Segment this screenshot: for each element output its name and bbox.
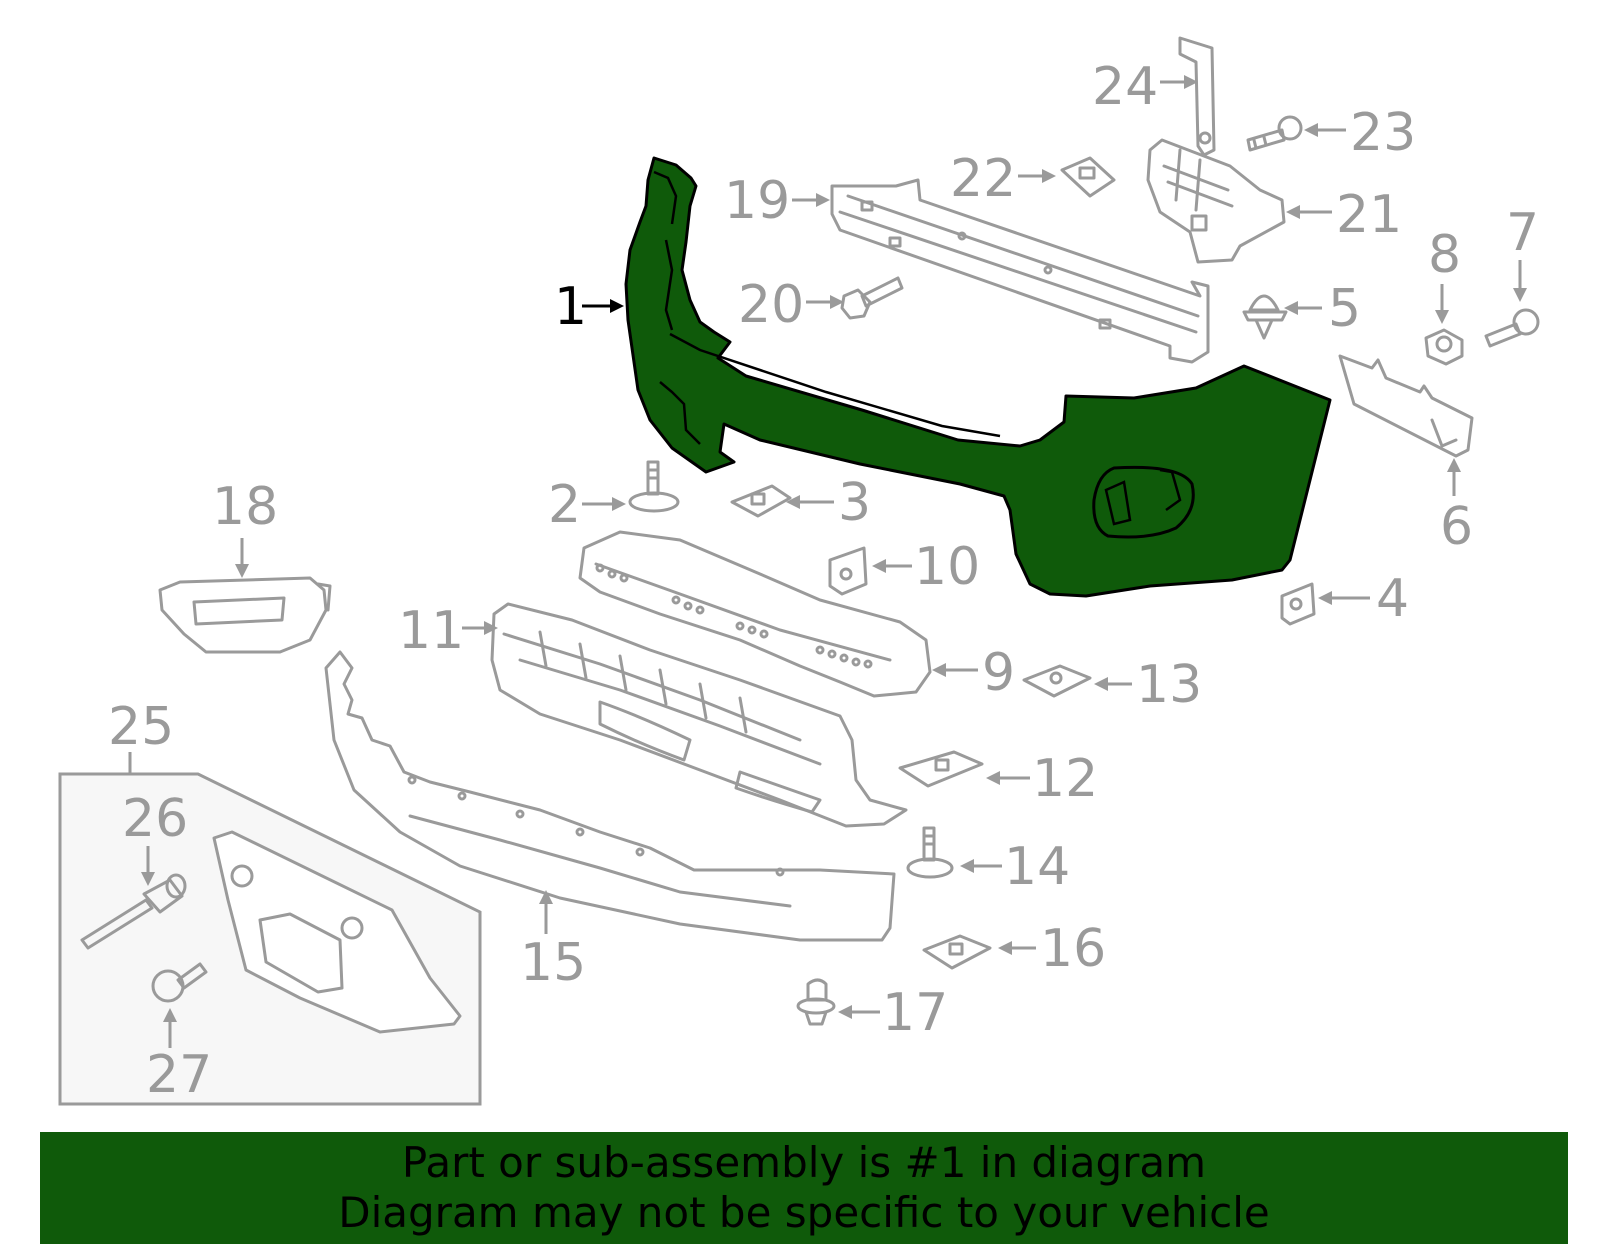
svg-text:7: 7 <box>1506 203 1539 263</box>
callout-6[interactable]: 6 <box>1440 458 1473 557</box>
callout-3[interactable]: 3 <box>786 473 871 533</box>
callout-18[interactable]: 18 <box>212 477 278 578</box>
part-25-license-bracket[interactable] <box>212 830 462 1034</box>
callout-1[interactable]: 1 <box>554 277 624 337</box>
callout-11[interactable]: 11 <box>398 601 498 661</box>
part-13-clip[interactable] <box>1022 664 1092 698</box>
svg-text:9: 9 <box>982 643 1015 703</box>
svg-text:23: 23 <box>1350 103 1416 163</box>
svg-text:15: 15 <box>520 933 586 993</box>
svg-text:25: 25 <box>108 697 174 757</box>
svg-text:18: 18 <box>212 477 278 537</box>
part-12-clip[interactable] <box>898 750 984 788</box>
svg-text:22: 22 <box>950 149 1016 209</box>
svg-text:14: 14 <box>1004 837 1070 897</box>
banner-line-1: Part or sub-assembly is #1 in diagram <box>401 1138 1207 1187</box>
svg-text:19: 19 <box>724 171 790 231</box>
part-3-clip[interactable] <box>730 484 792 518</box>
svg-text:8: 8 <box>1428 225 1461 285</box>
svg-text:16: 16 <box>1040 919 1106 979</box>
svg-text:26: 26 <box>122 789 188 849</box>
part-1-bumper-cover[interactable] <box>624 156 1332 598</box>
svg-text:10: 10 <box>914 537 980 597</box>
svg-text:12: 12 <box>1032 749 1098 809</box>
callout-5[interactable]: 5 <box>1284 279 1361 339</box>
callout-2[interactable]: 2 <box>548 475 626 535</box>
svg-text:4: 4 <box>1376 569 1409 629</box>
part-14-push-pin[interactable] <box>906 826 954 879</box>
part-6-side-bracket[interactable] <box>1338 354 1474 458</box>
part-20-bolt[interactable] <box>840 276 904 320</box>
callout-4[interactable]: 4 <box>1318 569 1409 629</box>
callout-20[interactable]: 20 <box>738 275 844 335</box>
svg-text:5: 5 <box>1328 279 1361 339</box>
part-21-bracket[interactable] <box>1146 138 1286 264</box>
svg-text:13: 13 <box>1136 655 1202 715</box>
part-8-nut[interactable] <box>1424 328 1464 366</box>
part-5-push-clip[interactable] <box>1242 294 1288 340</box>
svg-text:11: 11 <box>398 601 464 661</box>
callout-15[interactable]: 15 <box>520 890 586 993</box>
part-15-lower-valance[interactable] <box>324 650 896 942</box>
svg-text:6: 6 <box>1440 497 1473 557</box>
part-2-push-pin[interactable] <box>628 460 680 513</box>
info-banner: Part or sub-assembly is #1 in diagram Di… <box>40 1132 1568 1244</box>
callout-22[interactable]: 22 <box>950 149 1056 209</box>
part-18-fog-bezel[interactable] <box>158 576 332 654</box>
svg-text:1: 1 <box>554 277 587 337</box>
part-24-bracket[interactable] <box>1178 36 1216 157</box>
svg-text:27: 27 <box>146 1045 212 1105</box>
callout-7[interactable]: 7 <box>1506 203 1539 302</box>
part-22-clip[interactable] <box>1060 156 1116 198</box>
callout-13[interactable]: 13 <box>1094 655 1202 715</box>
part-16-clip[interactable] <box>922 934 992 970</box>
callout-16[interactable]: 16 <box>998 919 1106 979</box>
part-26-rivet[interactable] <box>80 873 187 950</box>
part-7-screw[interactable] <box>1484 308 1540 348</box>
banner-line-2: Diagram may not be specific to your vehi… <box>338 1188 1270 1237</box>
callout-24[interactable]: 24 <box>1092 57 1198 117</box>
callout-27[interactable]: 27 <box>146 1008 212 1105</box>
part-11-lower-grille[interactable] <box>490 602 908 828</box>
part-19-upper-support[interactable] <box>830 178 1210 364</box>
part-27-screw[interactable] <box>151 962 208 1003</box>
part-9-absorber[interactable] <box>578 530 932 698</box>
callout-9[interactable]: 9 <box>932 643 1015 703</box>
svg-text:2: 2 <box>548 475 581 535</box>
absorber-holes <box>595 563 873 669</box>
svg-text:24: 24 <box>1092 57 1158 117</box>
callout-21[interactable]: 21 <box>1286 185 1402 245</box>
callout-8[interactable]: 8 <box>1428 225 1461 324</box>
svg-text:20: 20 <box>738 275 804 335</box>
callout-12[interactable]: 12 <box>986 749 1098 809</box>
callout-14[interactable]: 14 <box>960 837 1070 897</box>
part-10-clip[interactable] <box>828 546 868 596</box>
callout-17[interactable]: 17 <box>838 983 948 1043</box>
callout-26[interactable]: 26 <box>122 789 188 886</box>
svg-text:21: 21 <box>1336 185 1402 245</box>
part-4-clip[interactable] <box>1280 582 1316 626</box>
callout-23[interactable]: 23 <box>1304 103 1416 163</box>
svg-text:17: 17 <box>882 983 948 1043</box>
svg-text:3: 3 <box>838 473 871 533</box>
part-23-bolt[interactable] <box>1246 115 1303 152</box>
callout-10[interactable]: 10 <box>872 537 980 597</box>
callout-25[interactable]: 25 <box>108 697 174 757</box>
part-17-push-clip[interactable] <box>796 978 836 1026</box>
callout-19[interactable]: 19 <box>724 171 830 231</box>
